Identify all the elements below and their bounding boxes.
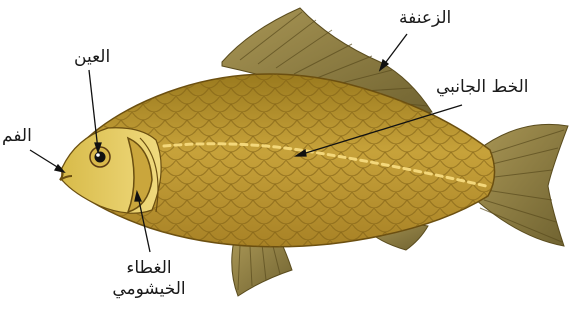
label-lateral-line: الخط الجانبي (436, 77, 529, 97)
ventral-fin (232, 240, 292, 296)
label-gill-cover-line1: الغطاء (104, 258, 194, 279)
label-gill-cover: الغطاء الخيشومي (104, 258, 194, 300)
fin-pointer (380, 34, 407, 70)
label-mouth: الفم (2, 126, 32, 146)
label-dorsal-fin: الزعنفة (399, 8, 451, 28)
label-gill-cover-line2: الخيشومي (104, 279, 194, 300)
eye (90, 147, 110, 167)
mouth-pointer (30, 150, 64, 172)
label-eye: العين (74, 47, 110, 67)
